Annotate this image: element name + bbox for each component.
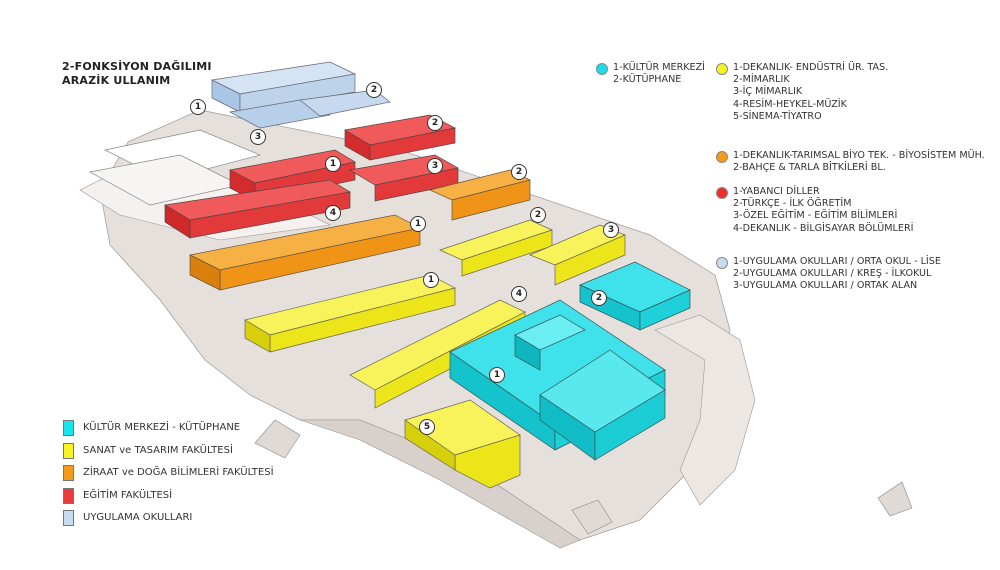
agri-block-1-side xyxy=(189,254,221,291)
legend-label: EĞİTİM FAKÜLTESİ xyxy=(83,489,173,501)
orange-swatch-icon xyxy=(63,465,74,481)
blue-swatch-icon xyxy=(63,510,74,526)
building-marker: 3 xyxy=(603,222,619,238)
entry-arrow-right xyxy=(877,481,913,517)
group-line: 1-YABANCI DİLLER xyxy=(733,186,820,197)
building-marker: 1 xyxy=(489,367,505,383)
group-line: 3-ÖZEL EĞİTİM - EĞİTİM BİLİMLERİ xyxy=(733,210,898,222)
group-line: 1-KÜLTÜR MERKEZİ xyxy=(613,62,706,73)
education-block-2-front xyxy=(369,127,456,161)
building-marker: 5 xyxy=(419,419,435,435)
yellow-swatch-icon xyxy=(63,442,74,459)
group-line: 2-MİMARLIK xyxy=(733,74,790,86)
building-marker: 2 xyxy=(511,164,527,180)
group-line: 3-UYGULAMA OKULLARI / ORTAK ALAN xyxy=(733,280,918,292)
site-ground-front xyxy=(299,419,581,549)
building-marker: 3 xyxy=(250,129,266,145)
red-dot-icon xyxy=(716,187,728,199)
legend-label: KÜLTÜR MERKEZİ - KÜTÜPHANE xyxy=(83,422,241,433)
yellow-dot-icon xyxy=(716,63,728,75)
cyan-dot-icon xyxy=(596,63,608,75)
diagram-subtitle: ARAZİK ULLANIM xyxy=(62,74,171,87)
group-line: 2-BAHÇE & TARLA BİTKİLERİ BL. xyxy=(733,162,886,174)
group-line: 3-İÇ MİMARLIK xyxy=(733,86,803,98)
entry-arrow-bottom xyxy=(571,499,613,535)
diagram-title: 2-FONKSİYON DAĞILIMI xyxy=(62,60,212,73)
group-line: 4-RESİM-HEYKEL-MÜZİK xyxy=(733,98,847,110)
group-line: 4-DEKANLIK - BİLGİSAYAR BÖLÜMLERİ xyxy=(733,222,914,234)
art-block-3-front xyxy=(554,234,626,286)
building-marker: 1 xyxy=(190,99,206,115)
cyan-swatch-icon xyxy=(63,420,74,436)
group-art: 1-DEKANLIK- ENDÜSTRİ ÜR. TAS. 2-MİMARLIK… xyxy=(716,62,888,123)
building-marker: 2 xyxy=(530,207,546,223)
school-block-side xyxy=(239,73,356,113)
legend-label: ZİRAAT ve DOĞA BİLİMLERİ FAKÜLTESİ xyxy=(83,467,274,478)
blue-dot-icon xyxy=(716,257,728,269)
building-marker: 2 xyxy=(427,115,443,131)
group-education: 1-YABANCI DİLLER 2-TÜRKÇE - İLK ÖĞRETİM … xyxy=(716,186,913,235)
agri-block-2-front xyxy=(451,179,531,221)
building-marker: 1 xyxy=(325,156,341,172)
group-agriculture: 1-DEKANLIK-TARIMSAL BİYO TEK. - BİYOSİST… xyxy=(716,150,985,174)
school-block-lower xyxy=(228,99,332,129)
group-culture: 1-KÜLTÜR MERKEZİ 2-KÜTÜPHANE xyxy=(596,62,705,86)
art-block-1-side xyxy=(244,319,271,353)
legend-label: SANAT ve TASARIM FAKÜLTESİ xyxy=(83,444,233,456)
culture-hall-side xyxy=(594,389,666,461)
building-marker: 4 xyxy=(325,205,341,221)
education-block-4-side xyxy=(164,204,191,239)
culture-tower-front xyxy=(514,334,541,371)
library-side xyxy=(639,289,691,331)
orange-dot-icon xyxy=(716,151,728,163)
group-schools: 1-UYGULAMA OKULLARI / ORTA OKUL - LİSE 2… xyxy=(716,256,941,293)
building-marker: 1 xyxy=(423,272,439,288)
group-line: 1-DEKANLIK-TARIMSAL BİYO TEK. - BİYOSİST… xyxy=(733,150,985,161)
red-swatch-icon xyxy=(63,487,74,504)
group-line: 2-UYGULAMA OKULLARI / KREŞ - İLKOKUL xyxy=(733,268,932,280)
group-line: 2-TÜRKÇE - İLK ÖĞRETİM xyxy=(733,198,852,210)
building-marker: 1 xyxy=(410,216,426,232)
group-line: 2-KÜTÜPHANE xyxy=(613,74,682,86)
legend-label: UYGULAMA OKULLARI xyxy=(83,512,193,523)
group-line: 5-SİNEMA-TİYATRO xyxy=(733,110,822,122)
site-terrace-right xyxy=(654,314,756,506)
art-block-5-side xyxy=(404,419,456,471)
entry-arrow-left xyxy=(254,419,301,459)
building-marker: 2 xyxy=(591,290,607,306)
group-line: 1-UYGULAMA OKULLARI / ORTA OKUL - LİSE xyxy=(733,256,941,267)
school-block-lower-2 xyxy=(299,89,391,117)
building-marker: 3 xyxy=(427,158,443,174)
building-marker: 4 xyxy=(511,286,527,302)
group-line: 1-DEKANLIK- ENDÜSTRİ ÜR. TAS. xyxy=(733,62,889,73)
building-marker: 2 xyxy=(366,82,382,98)
